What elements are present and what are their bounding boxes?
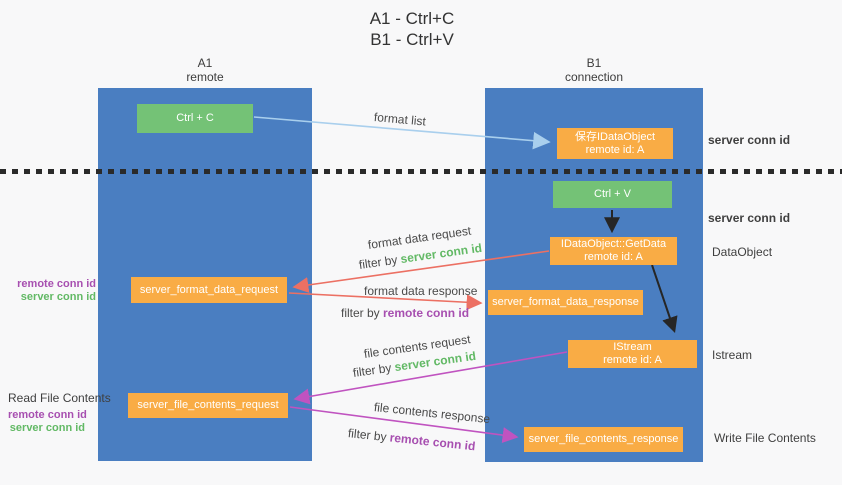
remote-conn-id-text: remote conn id (383, 306, 470, 320)
lane-header-a1: A1 remote (145, 56, 265, 84)
label-filter-by-remote-conn-id-1: filter by remote conn id (341, 306, 469, 320)
node-istream: IStream remote id: A (568, 340, 697, 368)
arrow-format-list (253, 116, 551, 150)
lane-a1-role: remote (186, 70, 224, 84)
lane-header-b1: B1 connection (534, 56, 654, 84)
node-getdata-line2: remote id: A (584, 251, 643, 263)
arrow-getdata-to-istream (651, 264, 678, 334)
node-save-idataobject: 保存IDataObject remote id: A (557, 128, 673, 159)
node-idataobject-getdata: IDataObject::GetData remote id: A (550, 237, 677, 265)
label-remote-conn-id-left-1: remote conn id (17, 278, 96, 290)
node-save-idataobject-line1: 保存IDataObject (574, 130, 656, 143)
node-format-request-label: server_format_data_request (139, 283, 279, 296)
label-server-conn-id-left-1: server conn id (20, 291, 96, 303)
node-ctrl-c: Ctrl + C (137, 104, 253, 133)
lane-b1-role: connection (564, 70, 624, 84)
label-remote-conn-id-left-2: remote conn id (8, 409, 87, 421)
title-line-a1: A1 - Ctrl+C (369, 9, 455, 28)
label-write-file-contents: Write File Contents (714, 431, 816, 445)
node-file-request-label: server_file_contents_request (137, 399, 279, 411)
lane-a1-name: A1 (197, 56, 213, 70)
label-dataobject: DataObject (712, 245, 773, 259)
label-format-data-response: format data response (364, 284, 478, 298)
session-divider-dotted-line (0, 169, 842, 174)
node-istream-line2: remote id: A (603, 354, 662, 366)
node-format-response-label: server_format_data_response (492, 296, 639, 308)
lane-b1-name: B1 (586, 56, 602, 70)
node-istream-line1: IStream (613, 341, 652, 353)
arrow-file-contents-request (293, 351, 568, 405)
node-server-file-contents-request: server_file_contents_request (128, 393, 288, 418)
diagram-title: A1 - Ctrl+C B1 - Ctrl+V (0, 8, 824, 50)
conn-id-block-format: remote conn id server conn id (8, 278, 96, 304)
label-server-conn-id-right-top: server conn id (708, 133, 791, 147)
node-ctrl-v: Ctrl + V (553, 181, 672, 208)
filter-by-text: filter by (341, 306, 384, 320)
arrow-file-contents-response (289, 406, 519, 444)
node-getdata-line1: IDataObject::GetData (560, 238, 667, 250)
label-server-conn-id-left-2: server conn id (9, 422, 85, 434)
label-read-file-contents: Read File Contents (8, 391, 111, 405)
node-server-format-data-request: server_format_data_request (131, 277, 287, 303)
node-ctrl-v-label: Ctrl + V (594, 188, 631, 200)
arrow-format-data-request (292, 250, 550, 293)
node-ctrl-c-label: Ctrl + C (176, 112, 214, 124)
node-file-response-label: server_file_contents_response (528, 433, 679, 445)
arrow-format-data-response (288, 292, 483, 311)
node-server-file-contents-response: server_file_contents_response (524, 427, 683, 452)
node-server-format-data-response: server_format_data_response (488, 290, 643, 315)
conn-id-block-file: remote conn id server conn id (8, 409, 87, 435)
label-istream: Istream (712, 348, 753, 362)
node-save-idataobject-line2: remote id: A (585, 143, 645, 156)
label-server-conn-id-right-mid: server conn id (708, 211, 791, 225)
title-line-b1: B1 - Ctrl+V (370, 30, 454, 49)
